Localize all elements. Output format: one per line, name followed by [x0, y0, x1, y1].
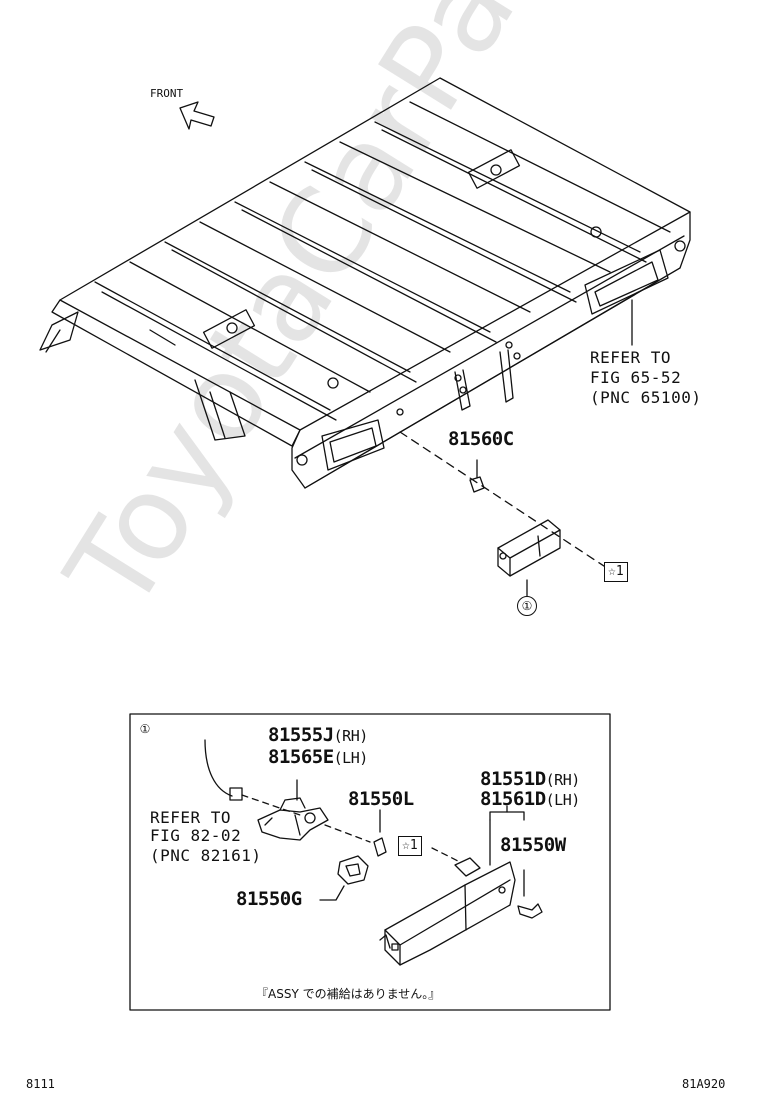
supply-note: 『ASSY での補給はありません。』	[256, 987, 441, 1001]
front-arrow-icon	[179, 101, 215, 130]
footer-right-code: 81A920	[682, 1077, 726, 1091]
part-number-81550w: 81550W	[500, 834, 566, 856]
part-number-81565e-code: 81565E	[268, 746, 334, 768]
socket-assembly	[257, 797, 329, 841]
part-number-81555j: 81555J(RH)	[268, 726, 368, 745]
part-number-81551d: 81551D(RH)	[480, 770, 580, 789]
refer-wire-line-1: REFER TO	[150, 808, 232, 827]
part-number-81561d-side: (LH)	[545, 791, 581, 809]
refer-wire-line-3: (PNC 82161)	[150, 846, 262, 865]
part-number-81550g: 81550G	[236, 888, 302, 910]
part-number-81555j-side: (RH)	[333, 727, 369, 745]
refer-body-line-2: FIG 65-52	[590, 368, 682, 387]
callout-1-detail: ①	[136, 720, 154, 738]
part-number-81555j-code: 81555J	[268, 724, 334, 746]
part-number-81565e-side: (LH)	[333, 749, 369, 767]
truck-bed	[39, 77, 691, 489]
part-number-81565e: 81565E(LH)	[268, 748, 368, 767]
license-lamp-assembly-upper	[497, 519, 561, 577]
front-label: FRONT	[150, 87, 184, 100]
footer-left-code: 8111	[26, 1077, 55, 1091]
detail-box	[129, 713, 611, 1011]
callout-1-upper: ①	[517, 596, 537, 616]
star-reference-1-detail: ☆1	[398, 836, 422, 856]
part-number-81550l: 81550L	[348, 788, 414, 810]
star-reference-1-upper: ☆1	[604, 562, 628, 582]
refer-wire-line-2: FIG 82-02	[150, 826, 242, 845]
refer-body-line-3: (PNC 65100)	[590, 388, 702, 407]
refer-body-line-1: REFER TO	[590, 348, 672, 367]
part-number-81551d-side: (RH)	[545, 771, 581, 789]
part-number-81561d: 81561D(LH)	[480, 790, 580, 809]
license-lamp-assembly-detail	[379, 857, 516, 966]
part-number-81561d-code: 81561D	[480, 788, 546, 810]
part-number-81560c: 81560C	[448, 428, 514, 450]
part-number-81551d-code: 81551D	[480, 768, 546, 790]
